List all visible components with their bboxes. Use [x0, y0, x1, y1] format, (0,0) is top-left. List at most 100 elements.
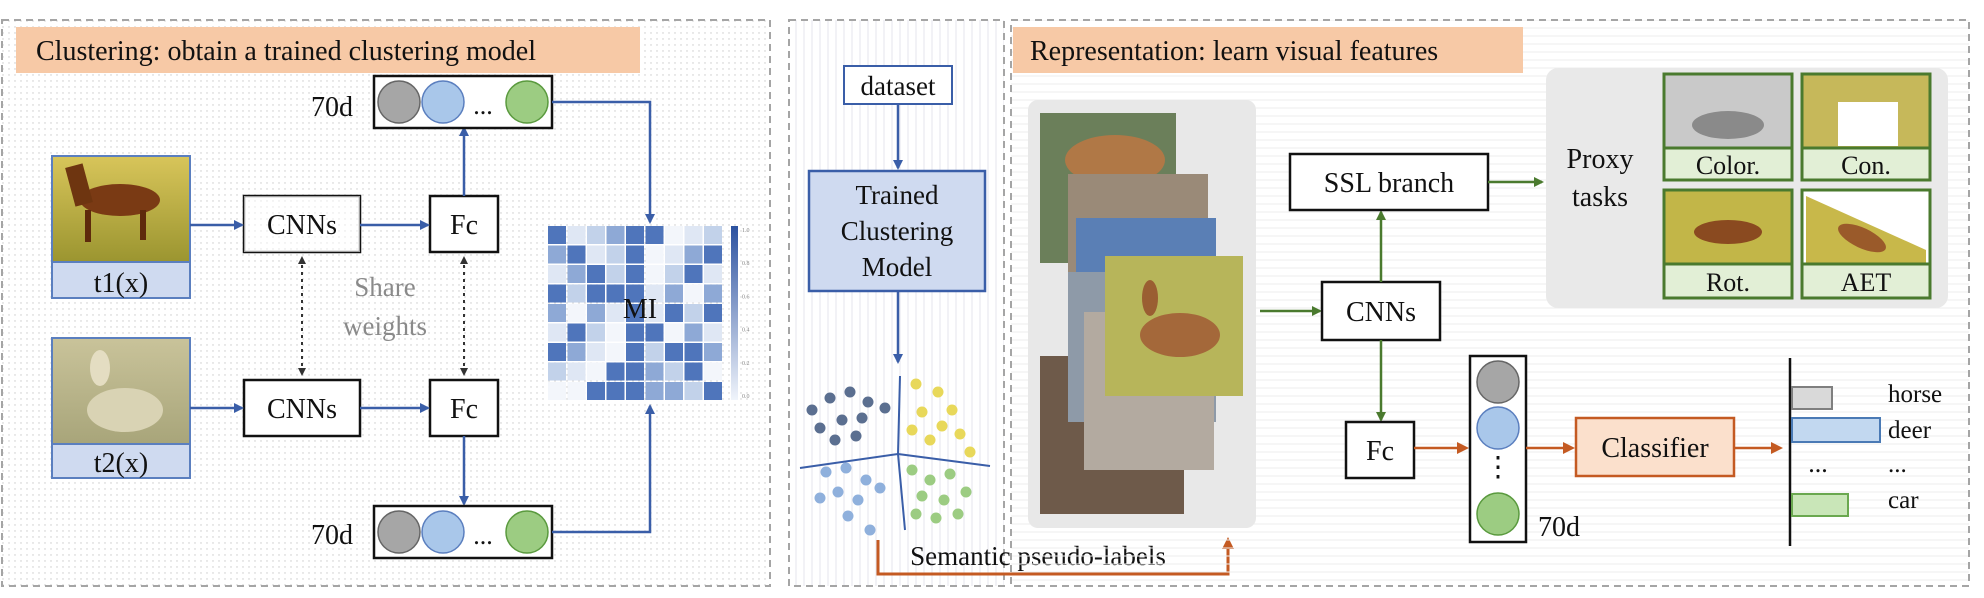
colorbar-tick-label: 0.0: [742, 394, 750, 400]
heatmap-cell: [587, 382, 605, 400]
cluster-point: [806, 404, 818, 416]
right-title-bg: [1013, 27, 1523, 73]
cluster-point: [964, 446, 976, 458]
cluster-point: [820, 466, 832, 478]
fc-top-box: [428, 194, 500, 254]
heatmap-cell: [548, 362, 566, 381]
heatmap-cell: [645, 245, 664, 264]
heatmap-cell: [704, 245, 722, 264]
node-gray: [377, 80, 421, 124]
node-gray: [1476, 360, 1520, 404]
colorbar-tick-label: 1.0: [742, 228, 750, 234]
heatmap-cell: [626, 343, 644, 361]
trained-model-box: [807, 169, 987, 293]
left-panel: Clustering: obtain a trained clustering …: [1, 19, 771, 587]
cluster-point: [860, 474, 872, 486]
vec-top-ellipsis: ...: [473, 91, 493, 120]
task-color: Color.: [1662, 72, 1794, 182]
heatmap-cell: [665, 323, 683, 342]
heatmap-cell: [548, 382, 566, 400]
bar-label-car: car: [1888, 487, 1919, 514]
heatmap-cell: [587, 226, 605, 244]
node-blue: [421, 80, 465, 124]
cnn-bottom-label: CNNs: [267, 394, 337, 425]
heatmap-cell: [684, 245, 703, 264]
fc-box: [1344, 420, 1416, 480]
heatmap-cell: [567, 265, 586, 283]
heatmap-cell: [704, 265, 722, 283]
heatmap-cell: [548, 226, 566, 244]
heatmap-cell: [704, 382, 722, 400]
cluster-point: [924, 474, 936, 486]
heatmap-cell: [645, 382, 664, 400]
node-blue: [421, 510, 465, 554]
heatmap-cell: [626, 284, 644, 303]
heatmap-cell: [626, 382, 644, 400]
cluster-point: [954, 428, 966, 440]
bar-label-deer: deer: [1888, 417, 1932, 444]
heatmap-cell: [684, 323, 703, 342]
vec-bottom-ellipsis: ...: [473, 521, 493, 550]
task-aet-label: AET: [1841, 268, 1892, 297]
heatmap-cell: [645, 362, 664, 381]
cluster-point: [874, 482, 886, 494]
cluster-point: [952, 508, 964, 520]
heatmap-cell: [626, 362, 644, 381]
heatmap-cell: [587, 284, 605, 303]
vector-bottom: 70d ...: [311, 504, 554, 560]
mi-heatmap: [548, 226, 722, 400]
node-gray: [377, 510, 421, 554]
colorbar-tick-label: 0.6: [742, 294, 750, 300]
heatmap-cell: [684, 382, 703, 400]
heatmap-cell: [704, 323, 722, 342]
arrow-vec2-mi: [552, 404, 655, 534]
heatmap-cell: [548, 284, 566, 303]
heatmap-cell: [567, 362, 586, 381]
heatmap-cell: [567, 323, 586, 342]
bar-deer: [1791, 417, 1881, 443]
cluster-point: [930, 512, 942, 524]
cluster-point: [864, 524, 876, 536]
cluster-point: [879, 402, 891, 414]
cluster-point: [932, 386, 944, 398]
colorbar-tick-label: 0.8: [742, 261, 750, 267]
output-bars: ... horse deer ... car: [1788, 358, 1942, 546]
heatmap-cell: [684, 343, 703, 361]
heatmap-cell: [548, 245, 566, 264]
heatmap-cell: [626, 245, 644, 264]
heatmap-cell: [665, 343, 683, 361]
cluster-point: [946, 404, 958, 416]
proxy-line-1: Proxy: [1567, 144, 1634, 175]
node-green: [1476, 492, 1520, 536]
bar-car: [1791, 493, 1849, 517]
cluster-point: [938, 494, 950, 506]
model-line-1: Trained: [855, 180, 939, 210]
heatmap-cell: [645, 343, 664, 361]
cluster-point: [960, 486, 972, 498]
task-rotation: Rot.: [1662, 188, 1794, 300]
vector-top: 70d ...: [311, 74, 554, 130]
heatmap-cell: [606, 343, 625, 361]
heatmap-cell: [665, 245, 683, 264]
vector-dots: ⋮: [1484, 452, 1512, 483]
cluster-point: [852, 494, 864, 506]
heatmap-cell: [665, 226, 683, 244]
right-panel: Representation: learn visual features CN…: [1010, 19, 1970, 587]
mi-label: MI: [623, 294, 657, 325]
cnns-label: CNNs: [1346, 297, 1416, 328]
cluster-point: [862, 396, 874, 408]
heatmap-cell: [684, 226, 703, 244]
node-green: [505, 510, 549, 554]
colorbar-tick-label: 0.2: [742, 361, 750, 367]
cluster-point: [850, 430, 862, 442]
arrow-vec1-mi: [552, 100, 655, 224]
dim-label: 70d: [1538, 512, 1580, 543]
heatmap-cell: [587, 323, 605, 342]
heatmap-cell: [665, 304, 683, 322]
heatmap-cell: [548, 304, 566, 322]
left-title-bg: [16, 27, 640, 73]
heatmap-cell: [606, 245, 625, 264]
cluster-point: [824, 392, 836, 404]
fc-top-label: Fc: [450, 210, 478, 241]
